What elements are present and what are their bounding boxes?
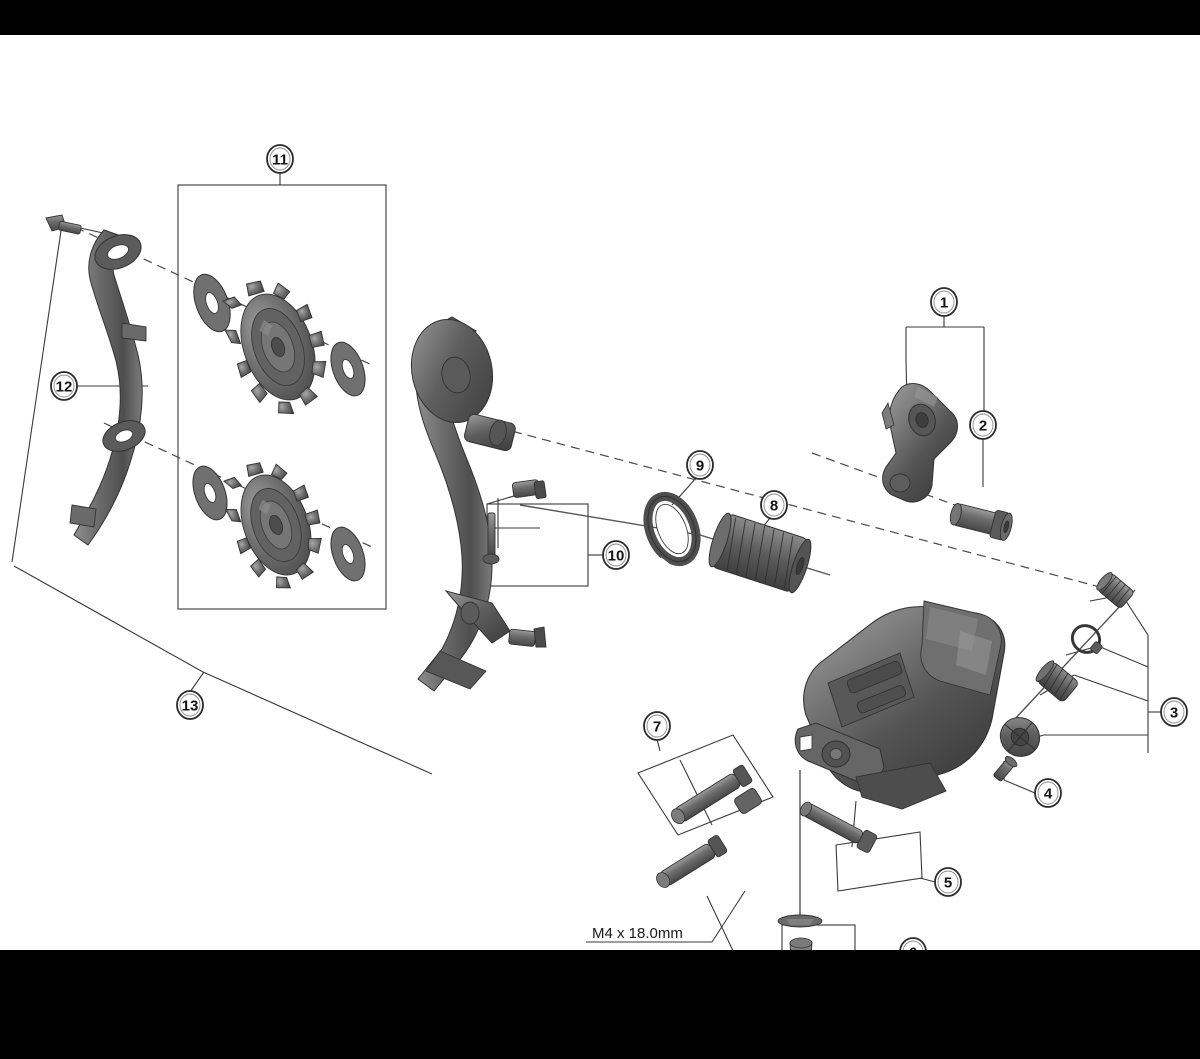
callout-circle	[930, 287, 958, 317]
link-pin-set	[656, 764, 762, 888]
callout-marker-13[interactable]: 13	[176, 690, 204, 720]
callout-marker-8[interactable]: 8	[760, 490, 788, 520]
callout-inner-ring	[972, 413, 994, 437]
leader-7-stem	[656, 738, 661, 752]
cable-fixing-bolt	[777, 914, 823, 950]
callout-circle	[50, 371, 78, 401]
adjust-bolt-assembly	[999, 572, 1134, 757]
p-tension-spring	[708, 512, 812, 594]
snap-ring-clip	[643, 491, 701, 567]
bracket-axle-bolt	[949, 503, 1013, 541]
callout-number-9: 9	[696, 458, 704, 475]
callout-inner-ring	[269, 147, 291, 171]
callout-number-2: 2	[979, 418, 987, 435]
guide-pulley-wheel	[193, 273, 366, 415]
callout-marker-3[interactable]: 3	[1160, 697, 1188, 727]
callout-inner-ring	[763, 493, 785, 517]
diagram-canvas: M4 x 18.0mm M4 x 12.7mm 1234567891011121…	[0, 35, 1200, 950]
callout-number-7: 7	[653, 719, 661, 736]
callout-number-6: 6	[909, 945, 917, 951]
callout-marker-12[interactable]: 12	[50, 371, 78, 401]
callout-inner-ring	[605, 543, 627, 567]
bracket-7-div	[679, 759, 713, 826]
tension-pulley-wheel	[192, 462, 366, 589]
leader-13-stem	[189, 671, 205, 693]
callout-marker-6[interactable]: 6	[899, 937, 927, 951]
callout-circle	[934, 867, 962, 897]
callout-inner-ring	[179, 693, 201, 717]
callout-marker-4[interactable]: 4	[1034, 778, 1062, 808]
stopper-pin	[993, 755, 1018, 782]
callout-marker-2[interactable]: 2	[969, 410, 997, 440]
callout-markers-group: 12345678910111213	[50, 144, 1188, 951]
label-line-bolt-long	[586, 890, 746, 943]
callout-inner-ring	[937, 870, 959, 894]
callout-number-12: 12	[56, 379, 73, 396]
bracket-box-10	[486, 503, 589, 587]
callout-circle	[266, 144, 294, 174]
bracket-box-6	[781, 924, 856, 950]
callout-number-13: 13	[182, 698, 199, 715]
callout-number-5: 5	[944, 875, 952, 892]
callout-inner-ring	[646, 714, 668, 738]
shaft-adjust-axis	[999, 589, 1136, 736]
assembly-axes-group	[61, 220, 1131, 596]
inner-cage-plate	[410, 316, 516, 692]
callout-inner-ring	[53, 374, 75, 398]
letterbox-top-bar	[0, 0, 1200, 35]
label-bolt-long: M4 x 18.0mm	[592, 925, 683, 942]
callout-inner-ring	[1163, 700, 1185, 724]
cage-fixing-bolt-top	[45, 214, 82, 235]
callout-inner-ring	[902, 940, 924, 950]
callout-circle	[643, 711, 671, 741]
callout-number-1: 1	[940, 295, 948, 312]
outer-cage-plate	[69, 229, 147, 546]
callout-marker-5[interactable]: 5	[934, 867, 962, 897]
callout-inner-ring	[933, 290, 955, 314]
callout-marker-10[interactable]: 10	[602, 540, 630, 570]
bracket-axle-unit	[881, 383, 958, 503]
label-line-bolt-short	[706, 895, 734, 950]
callout-circle	[899, 937, 927, 950]
axis-tension-pulley	[103, 422, 373, 548]
callout-inner-ring	[689, 453, 711, 477]
bracket-poly-7	[637, 734, 774, 836]
bracket-3-b2	[1097, 645, 1149, 668]
callout-circle	[686, 450, 714, 480]
fixing-bolt-5	[799, 801, 878, 853]
letterbox-bottom-bar	[0, 950, 1200, 1059]
callout-inner-ring	[1037, 781, 1059, 805]
callout-marker-11[interactable]: 11	[266, 144, 294, 174]
leader-5	[919, 877, 936, 883]
callout-number-10: 10	[608, 548, 625, 565]
leader-4	[1003, 779, 1036, 794]
callout-circle	[1034, 778, 1062, 808]
callout-circle	[1160, 697, 1188, 727]
exploded-diagram-svg: M4 x 18.0mm M4 x 12.7mm 1234567891011121…	[11, 144, 1188, 951]
pulley-bolt	[511, 479, 547, 500]
callout-number-3: 3	[1170, 705, 1178, 722]
axis-main	[454, 415, 1131, 596]
callout-marker-7[interactable]: 7	[643, 711, 671, 741]
bracket-poly-13	[13, 565, 433, 775]
callout-marker-9[interactable]: 9	[686, 450, 714, 480]
callout-circle	[602, 540, 630, 570]
bracket-box-11	[177, 184, 387, 610]
callout-number-11: 11	[272, 152, 288, 169]
main-derailleur-body	[794, 600, 1006, 810]
callout-marker-1[interactable]: 1	[930, 287, 958, 317]
callout-circle	[176, 690, 204, 720]
cage-fixing-bolt-lower	[508, 626, 547, 648]
leader-lines-group	[11, 172, 1161, 950]
cage-stopper-pin	[482, 512, 500, 565]
callout-circle	[760, 490, 788, 520]
callout-number-4: 4	[1044, 786, 1053, 803]
bracket-3-b3	[1073, 674, 1149, 702]
bracket-poly-5	[835, 831, 923, 892]
callout-number-8: 8	[770, 498, 778, 515]
callout-circle	[969, 410, 997, 440]
